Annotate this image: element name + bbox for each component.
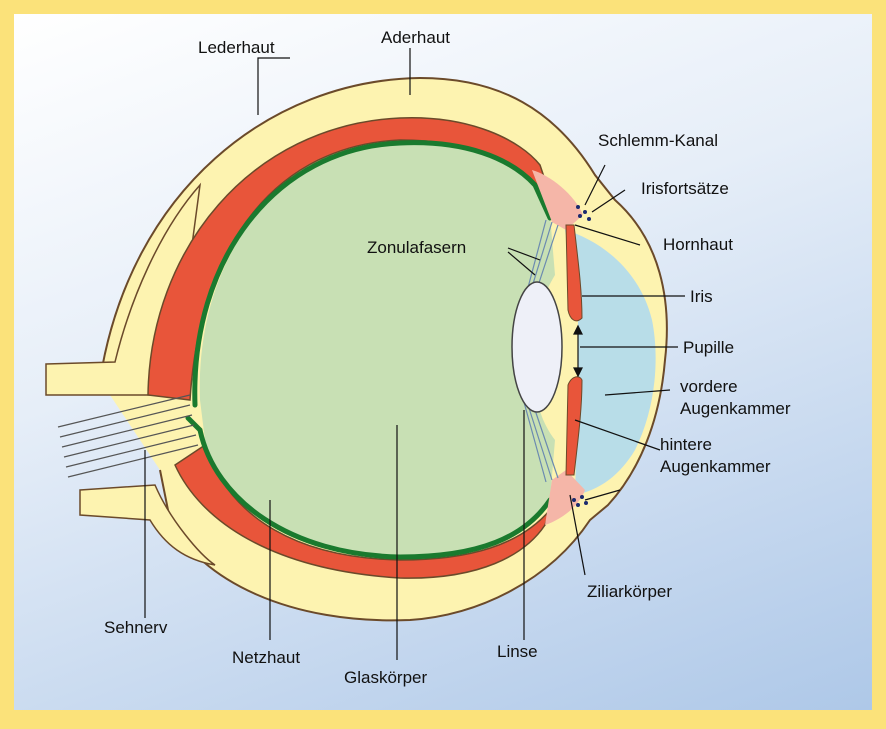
label-sehnerv: Sehnerv	[104, 618, 168, 637]
label-netzhaut: Netzhaut	[232, 648, 300, 667]
label-hintere-2: Augenkammer	[660, 457, 771, 476]
lens	[512, 282, 562, 412]
label-irisfortsaetze: Irisfortsätze	[641, 179, 729, 198]
label-schlemm-kanal: Schlemm-Kanal	[598, 131, 718, 150]
label-vordere-1: vordere	[680, 377, 738, 396]
label-linse: Linse	[497, 642, 538, 661]
label-pupille: Pupille	[683, 338, 734, 357]
label-vordere-2: Augenkammer	[680, 399, 791, 418]
label-ziliarkoerper: Ziliarkörper	[587, 582, 672, 601]
label-glaskoerper: Glaskörper	[344, 668, 427, 687]
label-aderhaut: Aderhaut	[381, 28, 450, 47]
diagram-panel: Lederhaut Aderhaut Schlemm-Kanal Irisfor…	[14, 14, 872, 710]
label-zonulafasern: Zonulafasern	[367, 238, 466, 257]
label-iris: Iris	[690, 287, 713, 306]
label-hintere-1: hintere	[660, 435, 712, 454]
label-hornhaut: Hornhaut	[663, 235, 733, 254]
eye-diagram: Lederhaut Aderhaut Schlemm-Kanal Irisfor…	[14, 14, 872, 710]
label-lederhaut: Lederhaut	[198, 38, 275, 57]
